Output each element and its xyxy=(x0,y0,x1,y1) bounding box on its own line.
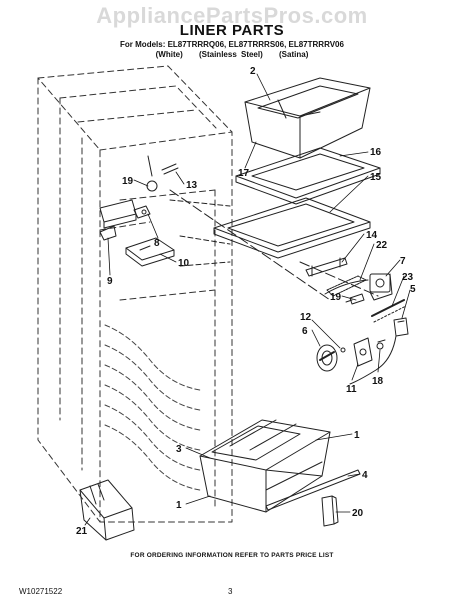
cabinet-liner-outline xyxy=(37,65,233,523)
callout-9: 9 xyxy=(107,276,113,287)
block-part-20 xyxy=(321,495,339,527)
door-bin-part-21 xyxy=(79,479,135,541)
variant-stainless: (Stainless Steel) xyxy=(198,50,263,59)
plug-part-9 xyxy=(99,225,117,241)
callout-14: 14 xyxy=(366,230,378,241)
document-number: W10271522 xyxy=(19,587,63,596)
callout-12: 12 xyxy=(300,312,312,323)
callout-16: 16 xyxy=(370,147,382,158)
diffuser-part-23 xyxy=(371,299,407,323)
callout-22: 22 xyxy=(376,240,388,251)
callout-2: 2 xyxy=(250,66,256,77)
callout-8: 8 xyxy=(154,238,160,249)
ordering-note: FOR ORDERING INFORMATION REFER TO PARTS … xyxy=(130,552,334,559)
connector-box xyxy=(99,199,137,229)
switch-part-5 xyxy=(349,317,409,385)
leader-lines xyxy=(84,73,411,526)
crisper-part-3 xyxy=(199,419,331,513)
variant-satina: (Satina) xyxy=(279,50,309,59)
callout-5: 5 xyxy=(410,284,416,295)
callout-10: 10 xyxy=(178,258,190,269)
callout-23: 23 xyxy=(402,272,414,283)
shelf-glass-part-15 xyxy=(213,197,371,259)
callout-6: 6 xyxy=(302,326,308,337)
shelf-frame-part-16 xyxy=(235,147,381,205)
upper-bin-part-2 xyxy=(244,77,371,159)
socket-part-7 xyxy=(369,273,393,301)
callout-20: 20 xyxy=(352,508,364,519)
callout-18: 18 xyxy=(372,376,384,387)
callout-1-right: 1 xyxy=(354,430,360,441)
finish-variants: (White) (Stainless Steel) (Satina) xyxy=(0,50,464,59)
light-cover-part-22 xyxy=(324,275,369,297)
bulb-part-19 xyxy=(345,293,365,305)
knob-part-6 xyxy=(316,344,338,372)
drip-tray-part-10 xyxy=(125,237,175,267)
wire-part-19 xyxy=(146,155,158,192)
diagram-header: LINER PARTS For Models: EL87TRRRQ06, EL8… xyxy=(0,22,464,59)
divider-rail-part-4 xyxy=(265,469,361,511)
thermostat-assembly xyxy=(340,337,386,367)
part-guide-lines xyxy=(169,199,231,267)
callout-19-left: 19 xyxy=(122,176,134,187)
page-number: 3 xyxy=(228,587,233,596)
liner-rib-pattern xyxy=(104,324,201,491)
callout-4: 4 xyxy=(362,470,368,481)
callout-17: 17 xyxy=(238,168,250,179)
callout-13: 13 xyxy=(186,180,198,191)
watermark: AppliancePartsPros.com xyxy=(96,3,368,28)
bracket-part-14 xyxy=(305,257,348,277)
page-title: LINER PARTS xyxy=(179,22,285,39)
callout-21: 21 xyxy=(76,526,88,537)
cam-part-8 xyxy=(133,205,151,219)
callout-15: 15 xyxy=(370,172,382,183)
callout-11: 11 xyxy=(346,384,357,395)
callout-3: 3 xyxy=(176,444,182,455)
callout-19-right: 19 xyxy=(330,292,342,303)
callout-1-left: 1 xyxy=(176,500,182,511)
variant-white: (White) xyxy=(155,50,183,59)
model-list: For Models: EL87TRRRQ06, EL87TRRRS06, EL… xyxy=(120,40,344,49)
callout-7: 7 xyxy=(400,256,406,267)
shelf-guide-line xyxy=(169,189,331,301)
screw-part-13 xyxy=(161,163,179,175)
